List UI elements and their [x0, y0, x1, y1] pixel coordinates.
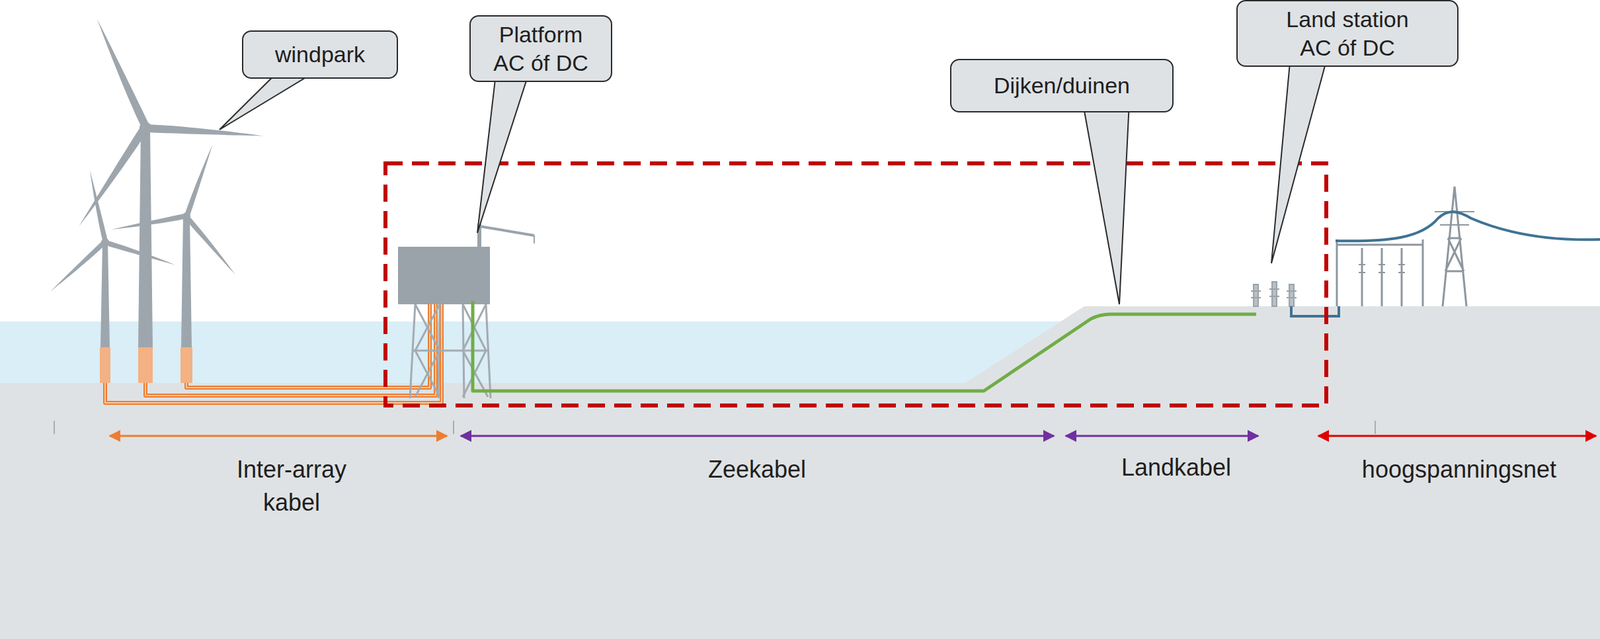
- substation-part: [1336, 243, 1423, 246]
- callout-text: windpark: [252, 40, 388, 69]
- pylon: [1434, 186, 1475, 307]
- wind-turbines-part-part: [111, 213, 188, 233]
- sea-band-part: [0, 321, 1098, 383]
- substation: [1336, 239, 1423, 307]
- land-station-part: [1250, 290, 1261, 292]
- platform-jacket: [409, 304, 491, 399]
- ground-part: [0, 306, 1600, 639]
- land-station-part: [1289, 284, 1294, 307]
- land-station-part: [1272, 281, 1277, 307]
- export-cable: [472, 300, 1257, 391]
- dimension-arrows-part: [109, 435, 447, 438]
- platform-topside-part: [479, 226, 535, 236]
- pylon-part: [1434, 211, 1475, 225]
- wind-turbines-part: [75, 17, 265, 229]
- wind-turbines-part-part: [93, 17, 151, 130]
- inter-array-cables-part: [186, 300, 430, 388]
- wind-turbines-part: [181, 216, 192, 348]
- wind-turbines: [48, 17, 265, 383]
- substation-part: [1400, 247, 1403, 307]
- land-station-part: [1250, 296, 1261, 299]
- substation-part: [1381, 247, 1384, 307]
- pylon-part: [1442, 186, 1467, 307]
- callout-box: Dijken/duinen: [950, 58, 1174, 113]
- dimension-arrows-part: [1065, 435, 1259, 438]
- dimension-arrows-part: [460, 435, 1054, 438]
- overhead-line: [1335, 211, 1600, 241]
- inter-array-cables-part: [186, 300, 430, 388]
- callout-box: Platform AC óf DC: [469, 15, 613, 82]
- wind-turbines-part: [100, 241, 110, 348]
- platform-topside-part: [398, 246, 490, 305]
- wind-turbines-part-part: [145, 123, 265, 141]
- ticks: [54, 420, 1376, 434]
- land-station: [1250, 281, 1297, 307]
- wind-turbines-part: [99, 347, 111, 383]
- substation-part: [1422, 239, 1425, 307]
- wind-turbines-part-part: [75, 124, 149, 229]
- land-cable: [1291, 306, 1339, 317]
- wind-turbines-part: [180, 347, 193, 383]
- platform-topside-part: [533, 235, 535, 244]
- substation-part: [1361, 247, 1364, 307]
- wind-turbines-part-part: [184, 144, 216, 218]
- wind-turbines-part: [111, 144, 238, 278]
- inter-array-cables-part: [105, 300, 442, 403]
- inter-array-cables: [105, 300, 442, 403]
- land-station-part: [1286, 290, 1297, 292]
- callout-text: Dijken/duinen: [961, 71, 1162, 100]
- wind-turbines-part: [139, 121, 152, 134]
- overhead-line-part: [1335, 211, 1600, 241]
- wind-turbines-part: [48, 169, 176, 293]
- section-label: Landkabel: [1121, 450, 1232, 484]
- wind-turbines-part-part: [48, 240, 107, 293]
- dimension-arrows-part: [1318, 435, 1597, 438]
- land-station-part: [1253, 284, 1259, 307]
- dimension-arrows: [109, 435, 1597, 438]
- focus-frame: [385, 163, 1327, 406]
- callout-pointer: [1084, 110, 1130, 305]
- wind-turbines-part: [101, 238, 110, 246]
- callout-pointer: [477, 80, 527, 233]
- land-station-part: [1286, 296, 1297, 299]
- platform-topside: [398, 223, 535, 305]
- land-cable-part: [1291, 306, 1339, 317]
- wind-turbines-part: [182, 212, 191, 221]
- ticks-part: [1374, 420, 1376, 434]
- focus-frame-part: [385, 163, 1327, 406]
- substation-part: [1336, 239, 1339, 307]
- wind-turbines-part-part: [184, 214, 238, 277]
- section-label: Inter-array kabel: [218, 452, 365, 520]
- callout-pointer: [219, 76, 308, 131]
- land-station-part: [1269, 295, 1280, 297]
- callout-text: Land station AC óf DC: [1274, 5, 1421, 62]
- callout-text: Platform AC óf DC: [483, 20, 598, 77]
- ticks-part: [53, 420, 55, 434]
- wind-turbines-part: [138, 347, 153, 383]
- section-label: hoogspanningsnet: [1361, 452, 1557, 486]
- callout-box: Land station AC óf DC: [1236, 0, 1459, 67]
- wind-turbines-part: [138, 127, 153, 348]
- section-label: Zeekabel: [708, 452, 806, 486]
- substation-part: [1358, 264, 1405, 273]
- export-cable-part: [472, 300, 1257, 391]
- ticks-part: [452, 420, 455, 434]
- wind-turbines-part-part: [87, 169, 108, 243]
- inter-array-cables-part: [105, 300, 442, 403]
- sea-band: [0, 321, 1098, 383]
- land-station-part: [1269, 288, 1280, 290]
- platform-jacket-part: [412, 349, 488, 352]
- ground: [0, 306, 1600, 639]
- callout-box: windpark: [241, 30, 399, 79]
- callout-pointer: [1271, 64, 1325, 264]
